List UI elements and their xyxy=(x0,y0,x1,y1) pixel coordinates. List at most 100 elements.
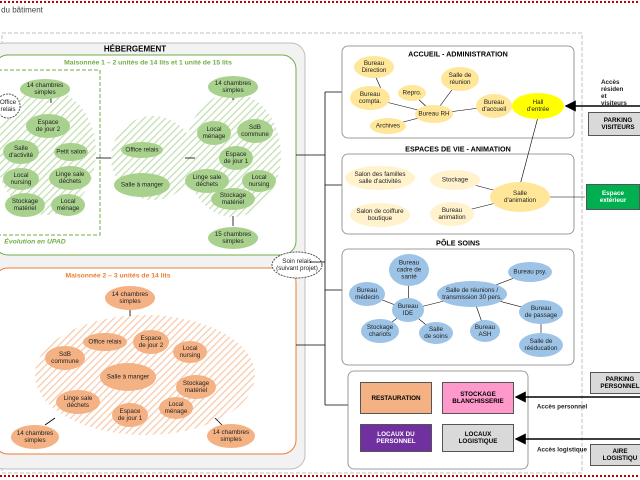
accueil-hall-entree: Hall d'entrée xyxy=(526,99,550,113)
m2-node xyxy=(112,403,148,427)
m2-stockage-materiel: Stockage matériel xyxy=(182,380,210,394)
acces-logistique-label: Accès logistique xyxy=(536,446,588,454)
m2-ch14-top: 14 chambres simples xyxy=(111,291,149,305)
m1-local-nursing: Local nursing xyxy=(10,172,32,186)
soins-node xyxy=(470,320,500,342)
m1-node xyxy=(49,166,91,190)
m1-node xyxy=(208,227,258,249)
acces-personnel-label: Accès personnel xyxy=(536,403,588,411)
aire-logistique-box: AIRE LOGISTIQU xyxy=(590,444,640,466)
m1-salle-manger: Salle à manger xyxy=(120,181,164,189)
maisonnee-1-title: Maisonnée 1 – 2 unités de 14 lits et 1 u… xyxy=(64,59,232,67)
m1-node xyxy=(51,194,85,216)
soins-stockage-chariots: Stockage chariots xyxy=(366,324,394,338)
accueil-node xyxy=(476,94,512,118)
accueil-block xyxy=(341,45,575,139)
accueil-bureau-direction: Bureau Direction xyxy=(361,60,387,74)
locaux-logistique-box: LOCAUX LOGISTIQUE xyxy=(442,424,514,452)
upad-box xyxy=(0,69,101,236)
accueil-node xyxy=(370,118,406,134)
m2-node xyxy=(133,330,169,354)
m2-office-relais: Office relais xyxy=(88,338,122,346)
soin-relais-label: Soin relais (suivant projet) xyxy=(276,258,318,272)
m2-node xyxy=(45,346,85,370)
m2-node xyxy=(11,425,59,449)
m2-node xyxy=(56,390,100,414)
accueil-salle-reunion: Salle de réunion xyxy=(448,72,472,86)
accueil-bureau-compta: Bureau compta. xyxy=(358,91,382,105)
m1-node xyxy=(114,173,170,197)
hall-entree-node xyxy=(512,93,564,119)
m1-office-relais: Office relais xyxy=(125,146,159,154)
m1-node xyxy=(185,169,229,193)
m1-sdb-commune: SdB commune xyxy=(241,124,269,138)
m1-stockage-materiel: Stockage matériel xyxy=(11,198,39,212)
vie-node xyxy=(345,166,415,190)
accueil-archives: Archives xyxy=(375,122,401,130)
m1-local-nursing2: Local nursing xyxy=(248,174,270,188)
locaux-personnel-box: LOCAUX DU PERSONNEL xyxy=(360,424,432,452)
soins-node xyxy=(389,254,429,286)
m1-node xyxy=(5,193,45,217)
vie-node xyxy=(490,182,550,212)
soins-node xyxy=(519,300,563,324)
m2-espace-jour1: Espace de jour 1 xyxy=(117,408,143,422)
m1-stockage-materiel2: Stockage matériel xyxy=(219,192,247,206)
vie-salon-familles: Salon des familles salle d'activités xyxy=(354,171,406,185)
stockage-blanchisserie-box: STOCKAGE BLANCHISSERIE xyxy=(442,382,514,414)
m1-ch15: 15 chambres simples xyxy=(214,231,252,245)
m2-espace-jour2: Espace de jour 2 xyxy=(138,335,164,349)
m1-node xyxy=(54,143,88,161)
accueil-node xyxy=(398,85,426,101)
soins-salle-soins: Salle de soins xyxy=(424,326,448,340)
soins-node xyxy=(519,333,563,357)
soin-relais-node xyxy=(271,251,323,279)
parking-visiteurs-box: PARKING VISITEURS xyxy=(588,112,640,136)
m2-node xyxy=(159,397,193,419)
vie-title: ESPACES DE VIE - ANIMATION xyxy=(405,144,511,154)
accueil-bureau-accueil: Bureau d'accueil xyxy=(481,99,507,113)
accueil-node xyxy=(441,67,479,91)
m2-node xyxy=(83,333,127,351)
soins-salle-reeducation: Salle de rééducation xyxy=(524,338,558,352)
m1-node xyxy=(0,93,21,119)
soins-bureau-cadre: Bureau cadre de santé xyxy=(396,259,422,281)
acces-residents-label: Accès résiden et visiteurs xyxy=(601,79,627,107)
vie-salle-animation: Salle d'animation xyxy=(503,190,537,204)
m1-ch14-a: 14 chambres simples xyxy=(26,82,64,96)
m1-linge-sale: Linge sale déchets xyxy=(55,171,85,185)
soins-bureau-psy: Bureau psy. xyxy=(513,268,547,276)
restauration-box: RESTAURATION xyxy=(360,382,432,414)
m1-local-menage: Local ménage xyxy=(56,198,80,212)
m1-espace-jour1: Espace de jour 1 xyxy=(223,151,249,165)
m1-salle-activite: Salle d'activité xyxy=(8,145,34,159)
vie-salon-coiffure: Salon de coiffure boutique xyxy=(356,208,404,222)
upad-label: Évolution en UPAD xyxy=(4,238,66,246)
m1-petit-salon: Petit salon xyxy=(56,148,86,156)
m1-node xyxy=(208,76,258,98)
m2-node xyxy=(176,375,216,399)
accueil-node xyxy=(350,86,390,110)
soins-salle-reunions: Salle de réunions / transmission 30 pers… xyxy=(442,287,502,301)
accueil-node xyxy=(415,105,453,123)
vie-stockage: Stockage xyxy=(441,176,469,184)
m1-node xyxy=(20,79,70,99)
m2-node xyxy=(207,424,255,448)
espace-exterieur-box: Espace extérieur xyxy=(586,184,640,210)
vie-bureau-animation: Bureau animation xyxy=(438,207,466,221)
m2-sdb-commune: SdB commune xyxy=(51,351,79,365)
vie-node xyxy=(350,203,410,227)
vie-node xyxy=(430,202,474,226)
m2-node xyxy=(173,341,207,363)
soins-title: PÔLE SOINS xyxy=(436,238,480,248)
accueil-node xyxy=(354,56,394,78)
m1-espace-jour2: Espace de jour 2 xyxy=(35,119,61,133)
soins-bureau-ide: Bureau IDE xyxy=(397,303,419,317)
maisonnee-2-title: Maisonnée 2 – 3 unités de 14 lits xyxy=(65,272,171,280)
soins-node xyxy=(392,298,424,322)
m1-node xyxy=(219,146,253,170)
m1-node xyxy=(3,168,39,190)
m2-local-menage: Local ménage xyxy=(164,401,188,415)
m2-salle-manger: Salle à manger xyxy=(106,373,150,381)
